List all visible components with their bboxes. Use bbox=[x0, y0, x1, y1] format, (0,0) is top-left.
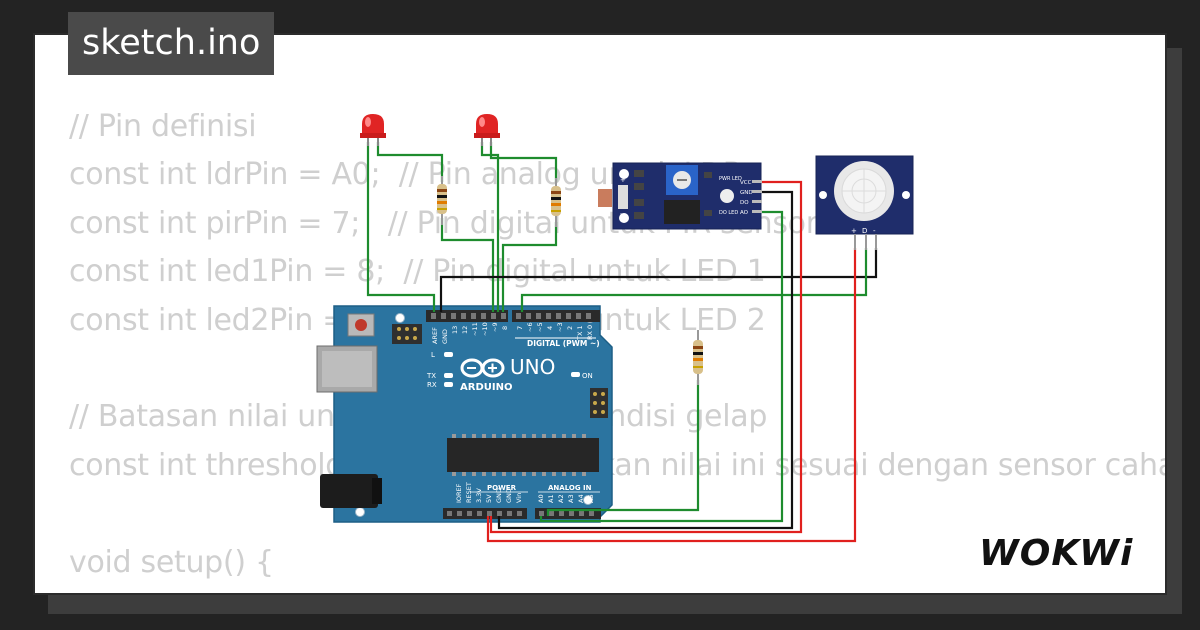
wire-led1-gnd bbox=[366, 142, 436, 312]
digital-pin-labels: AREF GND 13 12 ~11 ~10 ~9 8 7 ~6 ~5 4 ~3… bbox=[431, 322, 594, 344]
on-led-label: ON bbox=[582, 372, 593, 380]
icsp-header-2 bbox=[590, 388, 608, 418]
analog-pin-labels: A0 A1 A2 A3 A4 A5 bbox=[537, 494, 595, 503]
wire-resistor1-pin8 bbox=[440, 218, 495, 312]
l-led-label: L bbox=[431, 351, 435, 359]
arduino-uno-board[interactable]: AREF GND 13 12 ~11 ~10 ~9 8 7 ~6 ~5 4 ~3… bbox=[316, 305, 613, 523]
arduino-logo-icon bbox=[460, 358, 505, 378]
wire-pir-gnd bbox=[439, 248, 878, 312]
svg-text:4: 4 bbox=[546, 326, 554, 330]
svg-text:~9: ~9 bbox=[491, 322, 499, 332]
wire-led1-resistor bbox=[376, 142, 444, 182]
svg-text:WOKWi: WOKWi bbox=[979, 533, 1133, 574]
resistor-2[interactable] bbox=[551, 178, 561, 227]
svg-text:2: 2 bbox=[566, 326, 574, 330]
svg-text:PWR LED: PWR LED bbox=[719, 176, 742, 182]
rx-led bbox=[444, 382, 453, 387]
svg-text:3.3V: 3.3V bbox=[475, 488, 483, 503]
svg-text:A4: A4 bbox=[577, 494, 585, 503]
svg-text:DO LED: DO LED bbox=[719, 210, 738, 216]
svg-text:-: - bbox=[620, 210, 623, 218]
atmega-chip bbox=[447, 434, 599, 476]
resistor-1[interactable] bbox=[437, 176, 447, 225]
svg-text:8: 8 bbox=[501, 326, 509, 330]
resistor-3[interactable] bbox=[693, 330, 703, 385]
svg-text:A5: A5 bbox=[587, 494, 595, 503]
pir-motion-sensor[interactable]: + D - bbox=[815, 155, 914, 250]
svg-text:AREF: AREF bbox=[431, 327, 439, 344]
wire-pir-data bbox=[520, 248, 868, 312]
analog-in-label: ANALOG IN bbox=[548, 484, 592, 492]
power-pin-labels: IOREF RESET 3.3V 5V GND GND Vin bbox=[455, 482, 523, 503]
svg-text:+: + bbox=[620, 176, 626, 184]
code-line: // Inisialisasi pin bbox=[69, 587, 1165, 594]
ldr-sensor-module[interactable]: + - PWR LED DO LED VCC GND DO AO bbox=[598, 162, 762, 230]
svg-text:Vin: Vin bbox=[515, 493, 523, 503]
svg-text:TX 1: TX 1 bbox=[576, 325, 584, 341]
svg-text:7: 7 bbox=[516, 326, 524, 330]
svg-text:~10: ~10 bbox=[481, 322, 489, 336]
power-header bbox=[443, 508, 527, 519]
wire-ldr-ao bbox=[539, 210, 784, 523]
svg-text:GND: GND bbox=[505, 488, 513, 503]
svg-text:D: D bbox=[862, 227, 867, 235]
led-2[interactable] bbox=[474, 114, 500, 146]
svg-text:GND: GND bbox=[740, 190, 753, 196]
svg-text:AO: AO bbox=[740, 210, 749, 216]
led-1[interactable] bbox=[360, 114, 386, 146]
svg-text:RESET: RESET bbox=[465, 482, 473, 503]
wire-resistor2-pin9 bbox=[501, 222, 558, 312]
wire-ldr-gnd bbox=[497, 190, 794, 530]
tx-led bbox=[444, 373, 453, 378]
wire-led2-gnd bbox=[480, 142, 500, 312]
analog-header bbox=[535, 508, 601, 519]
wire-ldr-vcc bbox=[489, 180, 803, 534]
svg-text:12: 12 bbox=[461, 326, 469, 334]
code-line: const int led1Pin = 8; // Pin digital un… bbox=[69, 254, 766, 290]
power-jack bbox=[320, 474, 378, 508]
svg-text:GND: GND bbox=[495, 488, 503, 503]
svg-text:GND: GND bbox=[441, 329, 449, 344]
wokwi-logo: WOKWi bbox=[979, 533, 1133, 574]
svg-text:IOREF: IOREF bbox=[455, 483, 463, 503]
wires bbox=[366, 142, 878, 543]
svg-text:~3: ~3 bbox=[556, 322, 564, 332]
wire-pir-vcc bbox=[486, 248, 857, 543]
on-led bbox=[571, 372, 580, 377]
wire-resistor3-a1 bbox=[546, 380, 700, 516]
l-led bbox=[444, 352, 453, 357]
comparator-chip bbox=[664, 200, 700, 224]
svg-text:A1: A1 bbox=[547, 494, 555, 503]
wire-led2-resistor bbox=[489, 142, 558, 182]
svg-text:-: - bbox=[873, 227, 876, 235]
uno-label: UNO bbox=[510, 355, 555, 379]
rx-led-label: RX bbox=[427, 381, 437, 389]
photoresistor bbox=[598, 189, 612, 207]
digital-pwm-label: DIGITAL (PWM ~) bbox=[527, 339, 600, 348]
svg-text:~6: ~6 bbox=[526, 322, 534, 332]
svg-text:VCC: VCC bbox=[740, 180, 752, 186]
svg-text:13: 13 bbox=[451, 326, 459, 334]
svg-text:A3: A3 bbox=[567, 494, 575, 503]
digital-header bbox=[426, 310, 600, 322]
file-name-tab: sketch.ino bbox=[68, 12, 275, 75]
code-line: void setup() { bbox=[69, 544, 274, 580]
power-label: POWER bbox=[487, 484, 517, 492]
code-line: // Pin definisi bbox=[69, 109, 257, 144]
svg-text:~5: ~5 bbox=[536, 322, 544, 332]
arduino-brand-label: ARDUINO bbox=[460, 382, 512, 393]
svg-text:~11: ~11 bbox=[471, 322, 479, 336]
svg-text:RX 0: RX 0 bbox=[586, 325, 594, 340]
svg-text:5V: 5V bbox=[485, 494, 493, 503]
svg-text:A2: A2 bbox=[557, 494, 565, 503]
tx-led-label: TX bbox=[426, 372, 436, 380]
svg-text:+: + bbox=[851, 227, 857, 235]
svg-text:A0: A0 bbox=[537, 494, 545, 503]
svg-text:DO: DO bbox=[740, 200, 749, 206]
icsp-header bbox=[392, 324, 422, 344]
